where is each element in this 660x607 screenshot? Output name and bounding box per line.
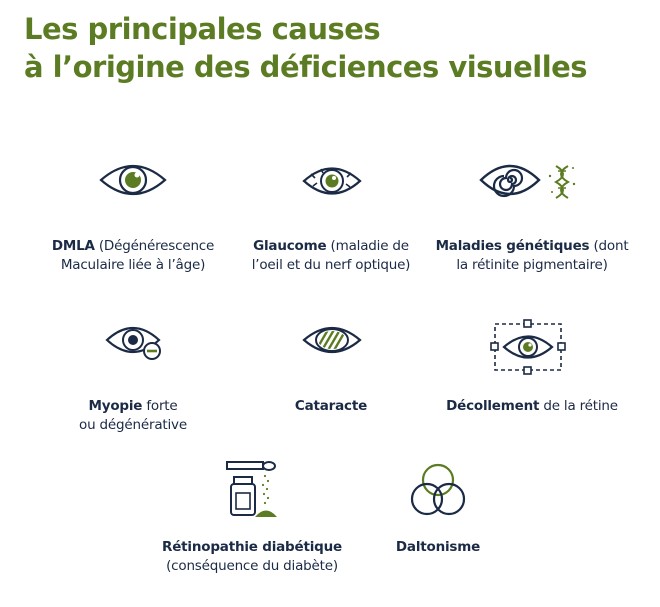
title-line-2: à l’origine des déficiences visuelles bbox=[24, 50, 588, 84]
caption-glaucome: Glaucome (maladie de l’oeil et du nerf o… bbox=[251, 238, 411, 273]
title-line-1: Les principales causes bbox=[24, 12, 381, 46]
overlapping-circles-icon bbox=[408, 461, 468, 521]
caption-daltonisme: Daltonisme bbox=[395, 539, 481, 555]
dna-icon bbox=[548, 165, 576, 199]
caption-decollement: Décollement de la rétine bbox=[446, 398, 618, 414]
caption-cataracte: Cataracte bbox=[294, 398, 368, 414]
eye-damaged-icon bbox=[301, 160, 363, 202]
eye-minus-icon bbox=[104, 320, 166, 362]
caption-myopie: Myopie forte ou dégénérative bbox=[79, 398, 187, 433]
spiral-eye-dna-icon bbox=[478, 158, 582, 202]
eye-icon bbox=[98, 158, 168, 202]
eye-selection-icon bbox=[490, 319, 566, 376]
caption-maladies-genetiques: Maladies génétiques (dont la rétinite pi… bbox=[435, 238, 629, 273]
caption-dmla: DMLA (Dégénérescence Maculaire liée à l’… bbox=[51, 238, 215, 273]
caption-retinopathie: Rétinopathie diabétique (conséquence du … bbox=[162, 539, 342, 574]
cloudy-eye-icon bbox=[301, 320, 363, 360]
page-title: Les principales causes à l’origine des d… bbox=[24, 10, 588, 86]
sugar-jar-spoon-icon bbox=[225, 460, 281, 522]
